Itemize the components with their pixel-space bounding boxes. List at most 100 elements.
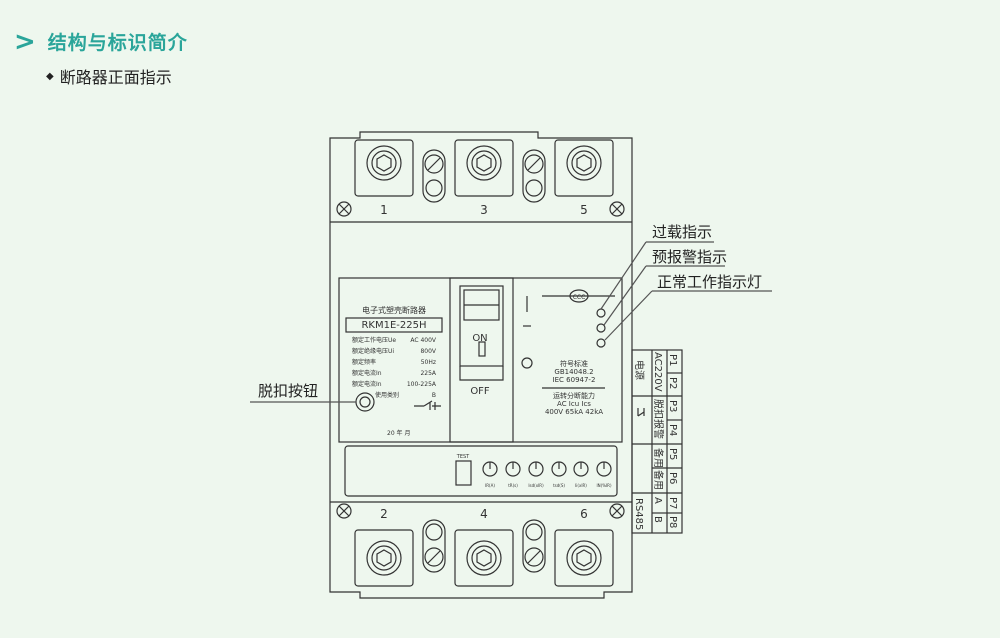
subheading-text: 断路器正面指示	[59, 68, 172, 87]
terminal-label-2: 2	[380, 507, 388, 521]
svg-text:额定频率: 额定频率	[352, 358, 376, 366]
group-spare-2: 备用	[652, 470, 665, 490]
terminal-label-1: 1	[380, 203, 388, 217]
test-label: TEST	[456, 454, 470, 460]
svg-text:额定绝缘电压Ui: 额定绝缘电压Ui	[352, 347, 394, 355]
dial-icon[interactable]	[505, 461, 521, 477]
svg-text:额定工作电压Ue: 额定工作电压Ue	[352, 336, 396, 344]
svg-text:225A: 225A	[420, 370, 436, 377]
terminal-screw-icon	[366, 540, 402, 576]
svg-text:P5: P5	[667, 448, 678, 460]
terminal-label-3: 3	[480, 203, 488, 217]
test-button[interactable]	[455, 460, 472, 486]
svg-text:AC 400V: AC 400V	[410, 337, 437, 344]
section-heading: > 结构与标识简介	[14, 28, 188, 55]
svg-text:tR(s): tR(s)	[508, 483, 518, 488]
callout-trip-button: 脱扣按钮	[258, 382, 318, 400]
terminal-screw-icon	[466, 145, 502, 181]
section-title: 结构与标识简介	[47, 32, 188, 54]
terminal-screw-icon	[466, 540, 502, 576]
fixing-screw-icon	[522, 519, 546, 573]
svg-text:CCC: CCC	[573, 294, 586, 301]
indicator-area: CCC 符号标准 GB14048.2 IEC 60947-2 运转分断能力 AC…	[521, 289, 615, 416]
callout-normal: 正常工作指示灯	[657, 273, 762, 291]
svg-text:额定电流In: 额定电流In	[352, 369, 382, 377]
svg-text:Isd(xIR): Isd(xIR)	[528, 483, 544, 488]
group-power-detail: AC220V	[652, 352, 663, 392]
group-trip-alarm: 脱扣报警	[652, 399, 665, 439]
subheading: ◆ 断路器正面指示	[46, 64, 172, 88]
svg-text:P4: P4	[667, 424, 678, 436]
svg-text:800V: 800V	[420, 348, 436, 355]
setting-dial-panel: TEST IR(A) tR(s) Isd(xIR) tsd(S) Ii(xIR)…	[344, 445, 618, 497]
corner-screw-icon	[609, 503, 625, 519]
svg-text:P6: P6	[667, 472, 678, 484]
svg-text:100-225A: 100-225A	[407, 381, 437, 388]
callout-prealarm: 预报警指示	[652, 248, 727, 266]
fixing-screw-icon	[422, 519, 446, 573]
svg-text:B: B	[652, 516, 663, 523]
standard-gb: GB14048.2	[554, 368, 593, 376]
terminal-screw-icon	[566, 540, 602, 576]
dial-icon[interactable]	[482, 461, 498, 477]
normal-led-icon	[596, 338, 606, 348]
svg-text:A: A	[652, 497, 663, 504]
group-power: 电源	[633, 360, 646, 380]
terminal-screw-icon	[366, 145, 402, 181]
contact-symbol-icon	[414, 400, 441, 410]
bullet-icon: ◆	[46, 70, 54, 82]
svg-text:Ii(xIR): Ii(xIR)	[575, 483, 587, 488]
corner-screw-icon	[609, 201, 625, 217]
terminal-screw-icon	[566, 145, 602, 181]
prealarm-led-icon	[596, 323, 606, 333]
handle-on-label: ON	[472, 333, 487, 344]
overload-led-icon	[596, 308, 606, 318]
group-spare-1: 备用	[652, 448, 665, 468]
svg-text:P2: P2	[667, 377, 678, 389]
top-terminals	[336, 139, 625, 217]
dial-icon[interactable]	[528, 461, 544, 477]
svg-text:50Hz: 50Hz	[421, 359, 436, 366]
fixing-screw-icon	[522, 149, 546, 203]
callout-leaders	[250, 241, 772, 403]
corner-screw-icon	[336, 201, 352, 217]
svg-text:P3: P3	[667, 400, 678, 412]
svg-text:额定电流In: 额定电流In	[352, 380, 382, 388]
ccc-mark-icon: CCC	[569, 289, 589, 303]
terminal-label-6: 6	[580, 507, 588, 521]
svg-text:tsd(S): tsd(S)	[553, 483, 565, 488]
dial-icon[interactable]	[596, 461, 612, 477]
terminal-label-5: 5	[580, 203, 588, 217]
nameplate-model: RKM1E-225H	[361, 320, 426, 331]
svg-text:P8: P8	[667, 516, 678, 528]
bottom-terminals	[336, 503, 625, 587]
dial-icon[interactable]	[573, 461, 589, 477]
group-rs485: RS485	[633, 498, 644, 530]
status-led-icon	[521, 357, 533, 369]
svg-text:使用类别: 使用类别	[375, 391, 399, 399]
svg-text:IR(A): IR(A)	[485, 483, 495, 488]
handle-off-label: OFF	[470, 386, 490, 397]
operating-handle[interactable]: ON OFF	[449, 277, 514, 443]
capacity-header: AC Icu Ics	[557, 400, 591, 408]
terminal-label-4: 4	[480, 507, 488, 521]
dial-icon[interactable]	[551, 461, 567, 477]
nameplate: 电子式塑壳断路器 RKM1E-225H 额定工作电压Ue AC 400V 额定绝…	[345, 305, 443, 437]
svg-text:B: B	[432, 392, 436, 399]
chevron-right-icon: >	[14, 26, 36, 57]
capacity-values: 400V 65kA 42kA	[545, 408, 603, 416]
capacity-title: 运转分断能力	[553, 391, 595, 400]
corner-screw-icon	[336, 503, 352, 519]
nameplate-title: 电子式塑壳断路器	[362, 305, 426, 315]
switch-contact-icon	[637, 408, 645, 417]
auxiliary-terminal-block: P1 P2 P3 P4 P5 P6 P7 P8 电源 AC220V 脱扣报警 备…	[631, 349, 683, 534]
breaker-body-outline	[329, 131, 633, 599]
standard-iec: IEC 60947-2	[553, 376, 596, 384]
fixing-screw-icon	[422, 149, 446, 203]
nameplate-date: 20 年 月	[387, 429, 410, 437]
standards-title: 符号标准	[560, 359, 588, 368]
trip-button[interactable]	[355, 392, 375, 412]
callout-overload: 过载指示	[652, 223, 712, 241]
svg-text:IN(%IR): IN(%IR)	[596, 483, 611, 488]
